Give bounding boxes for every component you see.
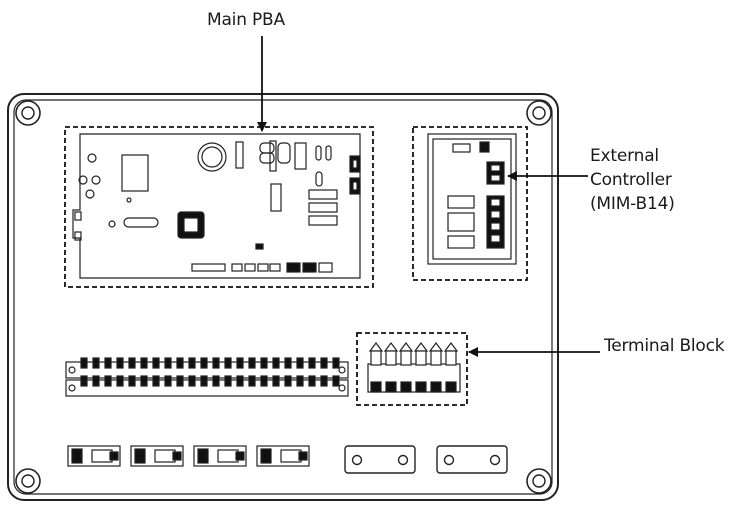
terminal-strip-mount-hole bbox=[68, 366, 76, 374]
terminal-screw bbox=[200, 375, 208, 387]
terminal-screw bbox=[260, 375, 268, 387]
corner-screw-top-left bbox=[15, 100, 41, 126]
terminal-screw bbox=[332, 357, 340, 369]
terminal-screw bbox=[128, 375, 136, 387]
terminal-screw bbox=[236, 357, 244, 369]
terminal-screw bbox=[296, 357, 304, 369]
terminal-strip-mount-hole bbox=[338, 384, 346, 392]
terminal-screw bbox=[128, 357, 136, 369]
terminal-block bbox=[367, 342, 461, 393]
terminal-screw bbox=[104, 375, 112, 387]
terminal-screw bbox=[308, 357, 316, 369]
terminal-screw bbox=[260, 357, 268, 369]
mounting-plate-right bbox=[436, 445, 508, 474]
corner-screw-top-right bbox=[526, 100, 552, 126]
terminal-screw bbox=[164, 357, 172, 369]
terminal-screw bbox=[188, 375, 196, 387]
terminal-screw bbox=[236, 375, 244, 387]
terminal-screw bbox=[320, 375, 328, 387]
terminal-screw bbox=[164, 375, 172, 387]
terminal-screw bbox=[80, 357, 88, 369]
breaker-2 bbox=[130, 445, 184, 467]
external-controller-dashed-outline bbox=[412, 126, 528, 281]
terminal-block-label: Terminal Block bbox=[604, 336, 725, 356]
terminal-screw bbox=[212, 375, 220, 387]
terminal-screw bbox=[224, 375, 232, 387]
main-pba-dashed-outline bbox=[64, 126, 374, 288]
breaker-3 bbox=[193, 445, 247, 467]
terminal-screw bbox=[272, 375, 280, 387]
terminal-strip-mount-hole bbox=[68, 384, 76, 392]
terminal-screw bbox=[188, 357, 196, 369]
terminal-screw bbox=[176, 375, 184, 387]
mounting-plate-left bbox=[344, 445, 416, 474]
terminal-screw bbox=[248, 357, 256, 369]
terminal-screw bbox=[224, 357, 232, 369]
corner-screw-bottom-left bbox=[15, 468, 41, 494]
terminal-screw bbox=[320, 357, 328, 369]
external-controller-label-line2: Controller bbox=[590, 170, 672, 190]
terminal-screw bbox=[140, 357, 148, 369]
terminal-screw bbox=[248, 375, 256, 387]
terminal-strip bbox=[65, 357, 349, 397]
external-controller-label-line3: (MIM-B14) bbox=[590, 194, 675, 214]
main-pba-label: Main PBA bbox=[207, 10, 285, 30]
terminal-screw bbox=[140, 375, 148, 387]
terminal-strip-mount-hole bbox=[338, 366, 346, 374]
terminal-screw bbox=[80, 375, 88, 387]
terminal-screw bbox=[284, 375, 292, 387]
external-controller-label-line1: External bbox=[590, 146, 659, 166]
terminal-screw bbox=[176, 357, 184, 369]
enclosure bbox=[7, 93, 559, 501]
terminal-screw bbox=[152, 357, 160, 369]
terminal-screw bbox=[92, 375, 100, 387]
terminal-screw bbox=[212, 357, 220, 369]
terminal-screw bbox=[308, 375, 316, 387]
terminal-screw bbox=[284, 357, 292, 369]
terminal-screw bbox=[104, 357, 112, 369]
breaker-1 bbox=[67, 445, 121, 467]
terminal-screw bbox=[116, 375, 124, 387]
terminal-block-dashed-outline bbox=[356, 332, 468, 406]
terminal-screw bbox=[200, 357, 208, 369]
terminal-screw bbox=[116, 357, 124, 369]
terminal-screw bbox=[152, 375, 160, 387]
terminal-screw bbox=[92, 357, 100, 369]
terminal-strip-ticks bbox=[68, 357, 346, 392]
terminal-screw bbox=[272, 357, 280, 369]
terminal-screw bbox=[332, 375, 340, 387]
external-controller-board bbox=[427, 133, 517, 265]
corner-screw-bottom-right bbox=[526, 468, 552, 494]
main-pba-board bbox=[72, 133, 361, 279]
terminal-screw bbox=[296, 375, 304, 387]
breaker-4 bbox=[256, 445, 310, 467]
